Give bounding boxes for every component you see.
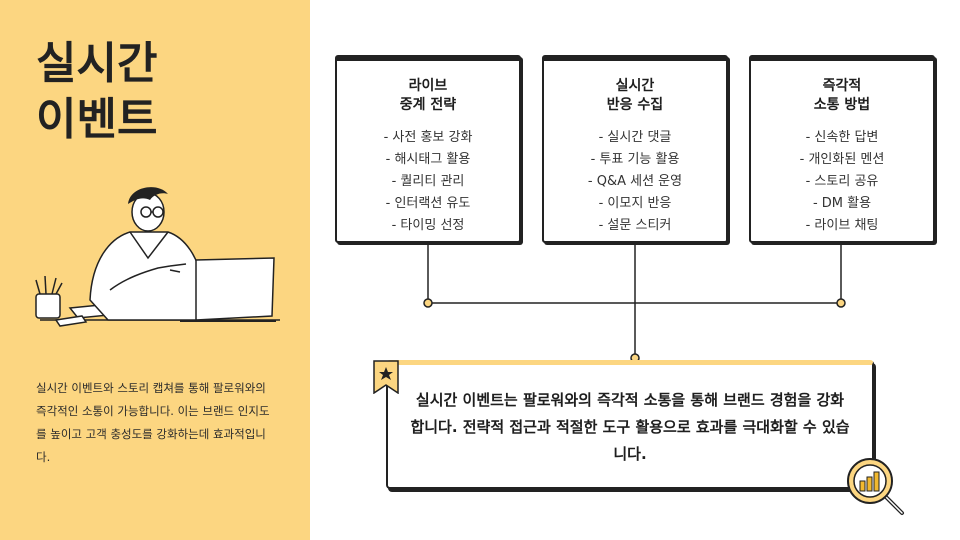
list-item: - 인터랙션 유도 — [337, 193, 519, 215]
list-item: - 퀄리티 관리 — [337, 171, 519, 193]
list-item: - 실시간 댓글 — [544, 127, 726, 149]
summary-box: 실시간 이벤트는 팔로워와의 즉각적 소통을 통해 브랜드 경험을 강화합니다.… — [386, 360, 874, 489]
list-item: - 신속한 답변 — [751, 127, 933, 149]
list-item: - 타이밍 선정 — [337, 215, 519, 237]
list-item: - Q&A 세션 운영 — [544, 171, 726, 193]
card-list: - 사전 홍보 강화 - 해시태그 활용 - 퀄리티 관리 - 인터랙션 유도 … — [337, 127, 519, 237]
card-title: 즉각적 소통 방법 — [751, 77, 933, 115]
list-item: - 이모지 반응 — [544, 193, 726, 215]
list-item: - 스토리 공유 — [751, 171, 933, 193]
card-title: 라이브 중계 전략 — [337, 77, 519, 115]
card-instant-communication: 즉각적 소통 방법 - 신속한 답변 - 개인화된 멘션 - 스토리 공유 - … — [749, 55, 935, 243]
list-item: - 설문 스티커 — [544, 215, 726, 237]
list-item: - DM 활용 — [751, 193, 933, 215]
card-list: - 실시간 댓글 - 투표 기능 활용 - Q&A 세션 운영 - 이모지 반응… — [544, 127, 726, 237]
list-item: - 투표 기능 활용 — [544, 149, 726, 171]
summary-text: 실시간 이벤트는 팔로워와의 즉각적 소통을 통해 브랜드 경험을 강화합니다.… — [388, 387, 872, 468]
star-ribbon-icon — [373, 360, 399, 394]
list-item: - 라이브 채팅 — [751, 215, 933, 237]
card-realtime-feedback: 실시간 반응 수집 - 실시간 댓글 - 투표 기능 활용 - Q&A 세션 운… — [542, 55, 728, 243]
list-item: - 해시태그 활용 — [337, 149, 519, 171]
card-title: 실시간 반응 수집 — [544, 77, 726, 115]
magnifier-chart-icon — [842, 453, 910, 521]
list-item: - 개인화된 멘션 — [751, 149, 933, 171]
list-item: - 사전 홍보 강화 — [337, 127, 519, 149]
card-live-broadcast: 라이브 중계 전략 - 사전 홍보 강화 - 해시태그 활용 - 퀄리티 관리 … — [335, 55, 521, 243]
card-list: - 신속한 답변 - 개인화된 멘션 - 스토리 공유 - DM 활용 - 라이… — [751, 127, 933, 237]
